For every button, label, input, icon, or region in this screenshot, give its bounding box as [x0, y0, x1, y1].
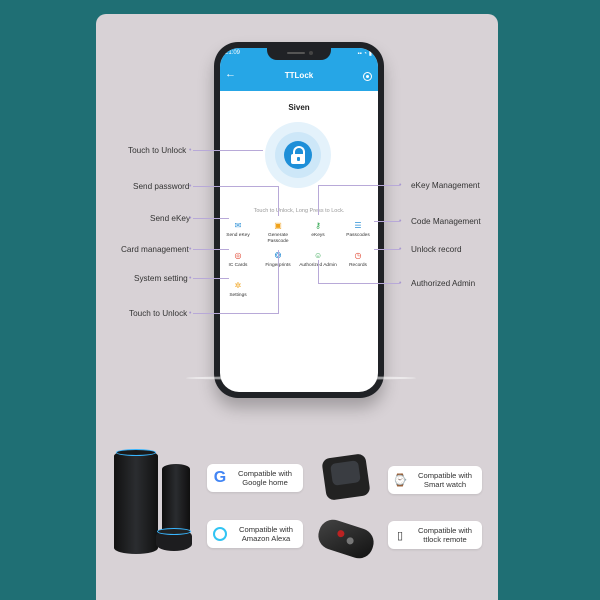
tile-records[interactable]: ◷ Records	[349, 251, 367, 269]
connector-line	[193, 218, 229, 219]
status-time: 21:09	[225, 50, 241, 56]
connector-line	[278, 250, 279, 314]
connector-line	[318, 185, 400, 186]
admin-icon: ☺	[314, 251, 323, 260]
card-icon: ◎	[234, 251, 242, 260]
arrow-dot-icon: •	[399, 218, 402, 225]
phone-notch	[267, 48, 331, 60]
status-indicators: ▪▪ ◔ ▮	[357, 51, 372, 57]
app-title: TTLock	[284, 71, 314, 80]
key-icon: ⚷	[315, 221, 321, 230]
label-code-management: Code Management	[411, 217, 481, 226]
remote-key-fob-image	[314, 516, 378, 562]
connector-line	[374, 221, 400, 222]
google-compat-badge: G Compatible with Google home	[207, 464, 303, 492]
phone-shadow	[186, 376, 416, 380]
alexa-compat-text: Compatible with Amazon Alexa	[238, 525, 294, 543]
tile-fingerprints[interactable]: ❂ Fingerprints	[258, 252, 298, 269]
arrow-dot-icon: •	[399, 182, 402, 189]
arrow-dot-icon: •	[399, 280, 402, 287]
remote-compat-text: Compatible with ttlock remote	[417, 526, 473, 544]
arrow-dot-icon: •	[189, 246, 192, 253]
google-g-icon: G	[213, 469, 227, 486]
arrow-dot-icon: •	[399, 246, 402, 253]
label-touch-to-unlock-bottom: Touch to Unlock	[129, 309, 188, 318]
padlock-icon	[293, 146, 305, 157]
gear-icon: ✲	[234, 281, 242, 290]
passcode-icon: ▣	[274, 221, 282, 230]
echo-dot	[156, 528, 192, 551]
smartwatch-compat-text: Compatible with Smart watch	[417, 471, 473, 489]
tile-ekeys[interactable]: ⚷ eKeys	[311, 221, 325, 239]
arrow-dot-icon: •	[189, 310, 192, 317]
connector-line	[318, 260, 319, 284]
connector-line	[278, 186, 279, 216]
tile-passcodes[interactable]: ☰ Passcodes	[346, 221, 370, 239]
watch-icon: ⌚	[392, 473, 408, 487]
label-unlock-record: Unlock record	[411, 245, 462, 254]
arrow-dot-icon: •	[189, 215, 192, 222]
settings-circle-icon[interactable]	[363, 72, 372, 81]
connector-line	[318, 283, 400, 284]
label-send-password: Send password	[133, 182, 190, 191]
tile-settings[interactable]: ✲ Settings	[229, 281, 247, 299]
lock-name: Siven	[288, 103, 310, 112]
phone-mockup: 21:09 ▪▪ ◔ ▮ ← TTLock Siven Touch to Unl…	[214, 42, 384, 398]
unlock-button[interactable]	[265, 122, 331, 188]
connector-line	[193, 186, 279, 187]
connector-line	[374, 249, 400, 250]
remote-compat-badge: ▯ Compatible with ttlock remote	[388, 521, 482, 549]
alexa-compat-badge: Compatible with Amazon Alexa	[207, 520, 303, 548]
smartwatch-image	[321, 453, 371, 501]
label-send-ekey: Send eKey	[150, 214, 191, 223]
connector-line	[193, 249, 229, 250]
connector-line	[193, 150, 263, 151]
ekey-icon: ✉	[234, 221, 242, 230]
arrow-dot-icon: •	[189, 183, 192, 190]
echo-tap-speaker	[162, 464, 190, 534]
promo-card: 21:09 ▪▪ ◔ ▮ ← TTLock Siven Touch to Unl…	[96, 14, 498, 600]
unlock-hint: Touch to Unlock, Long Press to Lock.	[253, 208, 345, 214]
tile-ic-cards[interactable]: ◎ IC Cards	[228, 251, 248, 269]
label-ekey-management: eKey Management	[411, 181, 480, 190]
alexa-ring-icon	[213, 527, 227, 541]
google-compat-text: Compatible with Google home	[237, 469, 293, 487]
label-system-setting: System setting	[134, 274, 188, 283]
phone-screen: 21:09 ▪▪ ◔ ▮ ← TTLock Siven Touch to Unl…	[220, 48, 378, 392]
connector-line	[193, 278, 229, 279]
arrow-dot-icon: •	[189, 147, 192, 154]
tile-authorized-admin[interactable]: ☺ Authorized Admin	[299, 251, 337, 269]
echo-speaker-tall	[114, 449, 158, 554]
clock-icon: ◷	[354, 251, 362, 260]
fingerprint-icon: ❂	[274, 252, 282, 260]
connector-line	[193, 313, 279, 314]
back-arrow-icon[interactable]: ←	[225, 68, 236, 80]
smartwatch-compat-badge: ⌚ Compatible with Smart watch	[388, 466, 482, 494]
label-authorized-admin: Authorized Admin	[411, 279, 476, 288]
tile-generate-passcode[interactable]: ▣ Generate Passcode	[267, 221, 289, 244]
connector-line	[318, 185, 319, 215]
list-icon: ☰	[354, 221, 362, 230]
remote-control-icon: ▯	[396, 529, 404, 542]
arrow-dot-icon: •	[189, 275, 192, 282]
label-card-management: Card management	[121, 245, 189, 254]
label-touch-to-unlock: Touch to Unlock	[128, 146, 187, 155]
tile-send-ekey[interactable]: ✉ Send eKey	[226, 221, 250, 239]
